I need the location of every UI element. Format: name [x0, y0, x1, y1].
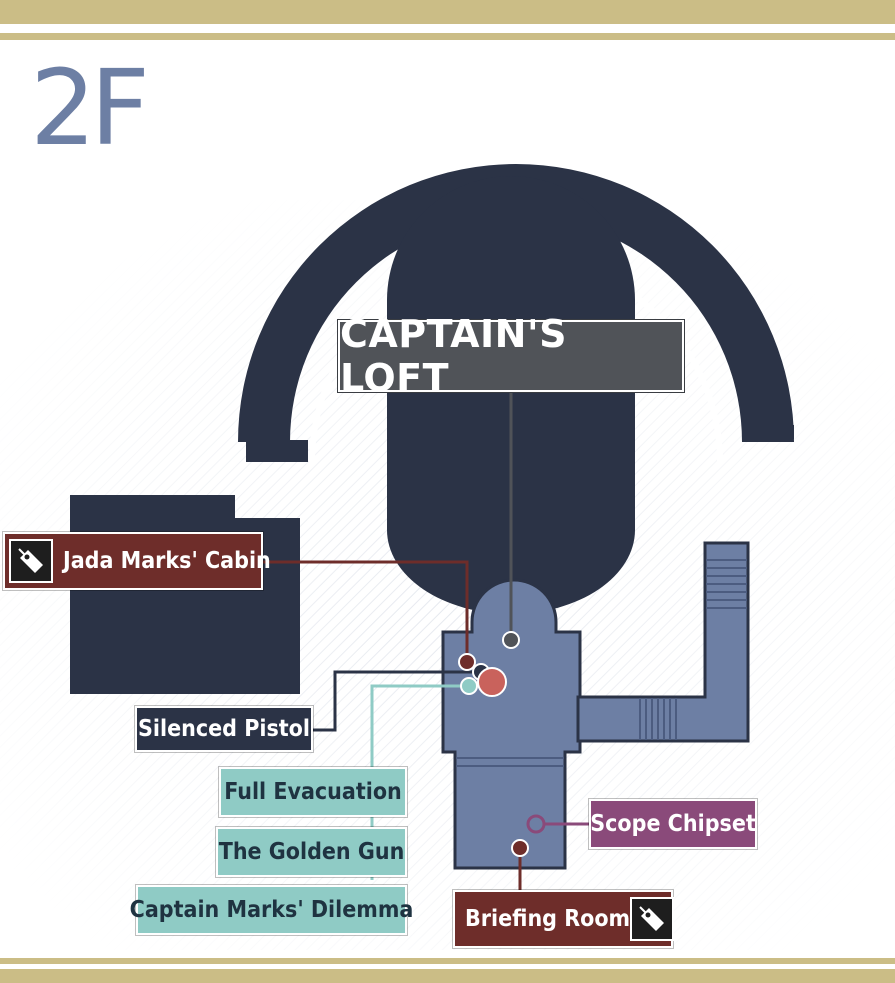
label-silenced-pistol-text: Silenced Pistol [138, 716, 310, 742]
label-briefing-room-text: Briefing Room [465, 906, 631, 932]
bottom-gold-stripe [0, 958, 895, 964]
marker-scope-chipset[interactable] [526, 814, 546, 834]
floor-label: 2F [30, 47, 150, 169]
marker-main-objective[interactable] [477, 667, 507, 697]
left-building-block [70, 495, 300, 694]
marker-captains-loft[interactable] [502, 631, 520, 649]
label-full-evacuation[interactable]: Full Evacuation [219, 767, 407, 817]
marker-jada-cabin[interactable] [458, 653, 476, 671]
label-marks-dilemma[interactable]: Captain Marks' Dilemma [130, 885, 413, 935]
label-golden-gun-text: The Golden Gun [218, 839, 405, 865]
arc-left-foot [246, 440, 308, 462]
label-briefing-room[interactable]: Briefing Room [453, 890, 675, 948]
outer-arc-wall [238, 164, 794, 442]
label-full-evacuation-text: Full Evacuation [224, 779, 402, 805]
stair-lines [456, 559, 747, 767]
area-title: CAPTAIN'S LOFT [338, 312, 684, 400]
leader-silenced-pistol [312, 670, 480, 732]
label-golden-gun[interactable]: The Golden Gun [216, 827, 407, 877]
label-jada-cabin-text: Jada Marks' Cabin [63, 548, 271, 574]
key-tag-icon [9, 539, 53, 583]
leader-jada-cabin [262, 560, 469, 660]
label-jada-cabin[interactable]: Jada Marks' Cabin [3, 532, 271, 590]
key-tag-icon [630, 897, 675, 941]
bottom-gold-band [0, 969, 895, 983]
marker-briefing-room[interactable] [511, 839, 529, 857]
captains-loft-rooms [441, 541, 750, 870]
label-scope-chipset-text: Scope Chipset [590, 811, 756, 837]
label-scope-chipset[interactable]: Scope Chipset [589, 799, 757, 849]
marker-teal-group[interactable] [460, 677, 478, 695]
label-marks-dilemma-text: Captain Marks' Dilemma [129, 897, 414, 923]
top-gold-stripe [0, 33, 895, 40]
arc-right-foot [742, 425, 794, 439]
label-silenced-pistol[interactable]: Silenced Pistol [135, 706, 313, 752]
top-gold-band [0, 0, 895, 24]
